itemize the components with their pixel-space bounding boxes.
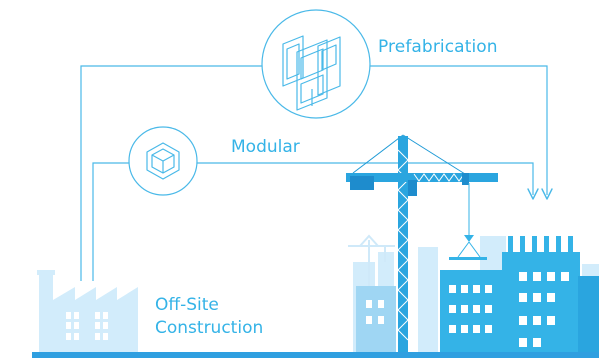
tower-crane <box>346 134 498 358</box>
crane-load <box>449 257 487 260</box>
crane-hook <box>464 235 474 242</box>
prefabrication-node <box>261 9 371 119</box>
arrow-head-modular <box>527 188 539 200</box>
modular-node <box>128 126 198 196</box>
modular-connector <box>92 162 130 281</box>
prefabrication-connector-right <box>370 65 548 195</box>
factory-windows <box>66 312 108 340</box>
arrow-head-prefabrication <box>541 188 553 200</box>
offsite-label-line2: Construction <box>155 318 264 338</box>
construction-site-icon <box>356 236 599 358</box>
offsite-label-line1: Off-Site <box>155 295 219 315</box>
crane-mast <box>398 136 408 358</box>
prefabrication-connector <box>80 65 262 281</box>
prefab-panels-icon <box>282 35 341 111</box>
crane-cab <box>408 180 417 196</box>
building-under-construction <box>440 236 580 358</box>
modular-label: Modular <box>231 137 300 157</box>
arrow-heads <box>527 188 553 200</box>
prefabrication-label: Prefabrication <box>378 37 498 57</box>
building-windows <box>449 272 569 347</box>
mid-building-left <box>356 286 396 358</box>
modular-connector-right <box>196 162 534 195</box>
modular-cube-icon <box>146 142 180 180</box>
crane-counterweight <box>350 176 374 190</box>
ground-line <box>32 352 599 358</box>
factory-chimney <box>39 272 53 358</box>
factory-icon <box>37 270 138 358</box>
connector-lines <box>80 65 548 281</box>
prefabrication-circle <box>261 9 371 119</box>
offsite-construction-label: Off-Site Construction <box>155 294 315 340</box>
